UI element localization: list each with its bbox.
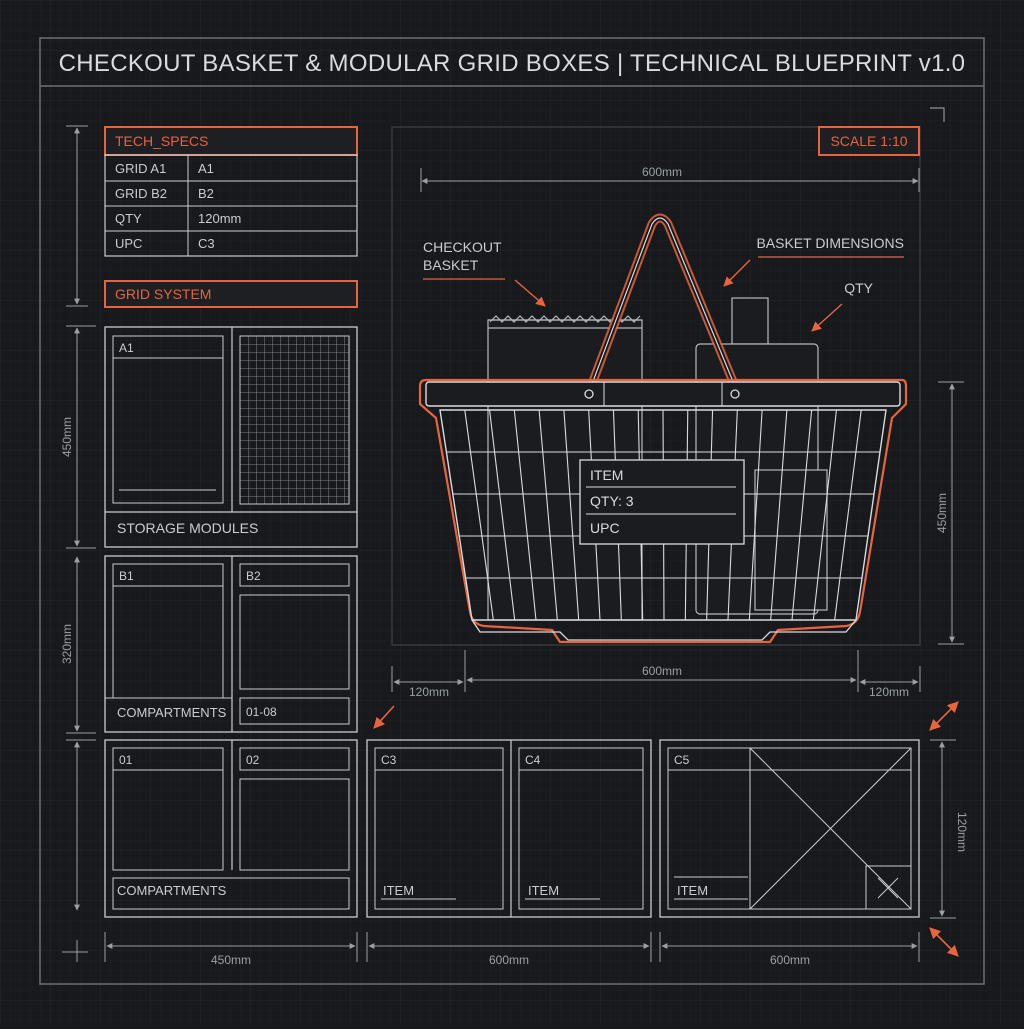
module-01-label: 01 [119, 753, 133, 767]
tag-qty-label: QTY: 3 [590, 493, 634, 509]
products [487, 297, 828, 621]
callout-basket: BASKET [423, 257, 479, 273]
compartments-label: COMPARTMENTS [117, 883, 227, 898]
outer-frame [39, 37, 985, 985]
grid-system-header-box [104, 280, 358, 308]
item-label: ITEM [528, 883, 559, 898]
corner-arrow [929, 701, 959, 731]
callout-checkout: CHECKOUT [423, 239, 502, 255]
left-dimension-bottom [62, 739, 96, 962]
dim-320-label: 320mm [60, 624, 74, 664]
module-c3-c4: C3 ITEM C4 ITEM [366, 739, 652, 918]
tech-specs-table: TECH_SPECS GRID A1 A1 GRID B2 B2 QTY 120… [104, 126, 358, 257]
module-02-label: 02 [246, 753, 260, 767]
module-c3-label: C3 [381, 753, 397, 767]
spec-label: QTY [115, 211, 142, 226]
dim-right-label: 120mm [869, 685, 909, 699]
left-dimension-320: 320mm [60, 556, 96, 734]
module-b: B1 COMPARTMENTS B2 01-08 [104, 555, 358, 733]
callout-basket-dimensions: BASKET DIMENSIONS [756, 235, 904, 251]
dim-450-label: 450mm [60, 417, 74, 457]
storage-modules-label: STORAGE MODULES [117, 520, 258, 536]
dim-600-bottom-label: 600mm [489, 953, 529, 967]
spec-value: C3 [198, 236, 215, 251]
dim-600-bottom-label: 600mm [770, 953, 810, 967]
checkout-basket: ITEM QTY: 3 UPC [418, 213, 908, 644]
spec-dimension-line [66, 125, 88, 307]
module-b2-label: B2 [246, 569, 261, 583]
item-tag: ITEM QTY: 3 UPC [579, 459, 745, 545]
module-a1-label: A1 [119, 341, 134, 355]
bottom-right-dimension: 120mm [930, 739, 969, 919]
spec-value: A1 [198, 161, 214, 176]
dim-120-label: 120mm [955, 812, 969, 852]
module-c4-label: C4 [525, 753, 541, 767]
corner-arrow [929, 927, 959, 957]
spec-label: UPC [115, 236, 142, 251]
item-label: ITEM [383, 883, 414, 898]
spec-value: B2 [198, 186, 214, 201]
dim-bottom-label: 600mm [642, 664, 682, 678]
bottom-dimensions: 450mm 600mm 600mm [104, 932, 920, 967]
module-b1-label: B1 [119, 569, 134, 583]
left-dimension-450: 450mm [60, 325, 96, 549]
dim-top-label: 600mm [642, 165, 682, 179]
page-title: CHECKOUT BASKET & MODULAR GRID BOXES | T… [59, 50, 966, 77]
corner-arrow [373, 705, 395, 729]
scale-label: SCALE 1:10 [830, 133, 907, 149]
module-c5: C5 ITEM [659, 739, 920, 918]
fine-grid-panel [239, 335, 350, 505]
callout-qty: QTY [844, 280, 873, 296]
basket-bottom-dimensions: 600mm 120mm 120mm [391, 650, 921, 699]
spec-label: GRID A1 [115, 161, 166, 176]
basket-side-dimension: 450mm [935, 381, 964, 645]
dim-450-bottom-label: 450mm [211, 953, 251, 967]
item-label: ITEM [677, 883, 708, 898]
module-01-02: 01 02 COMPARTMENTS [104, 739, 358, 918]
tag-upc-label: UPC [590, 520, 620, 536]
tag-item-label: ITEM [590, 467, 623, 483]
grid-system-header: GRID SYSTEM [115, 286, 211, 302]
spec-value: 120mm [198, 211, 241, 226]
dim-left-label: 120mm [409, 685, 449, 699]
compartments-label: COMPARTMENTS [117, 705, 227, 720]
dim-side-label: 450mm [935, 493, 949, 533]
module-a1: A1 STORAGE MODULES [104, 326, 358, 548]
range-label: 01-08 [246, 705, 277, 719]
basket-panel: SCALE 1:10 600mm CHECKOUT BASKET BASKET … [391, 107, 945, 646]
spec-label: GRID B2 [115, 186, 167, 201]
tech-specs-header: TECH_SPECS [115, 133, 208, 149]
module-c5-label: C5 [674, 753, 690, 767]
